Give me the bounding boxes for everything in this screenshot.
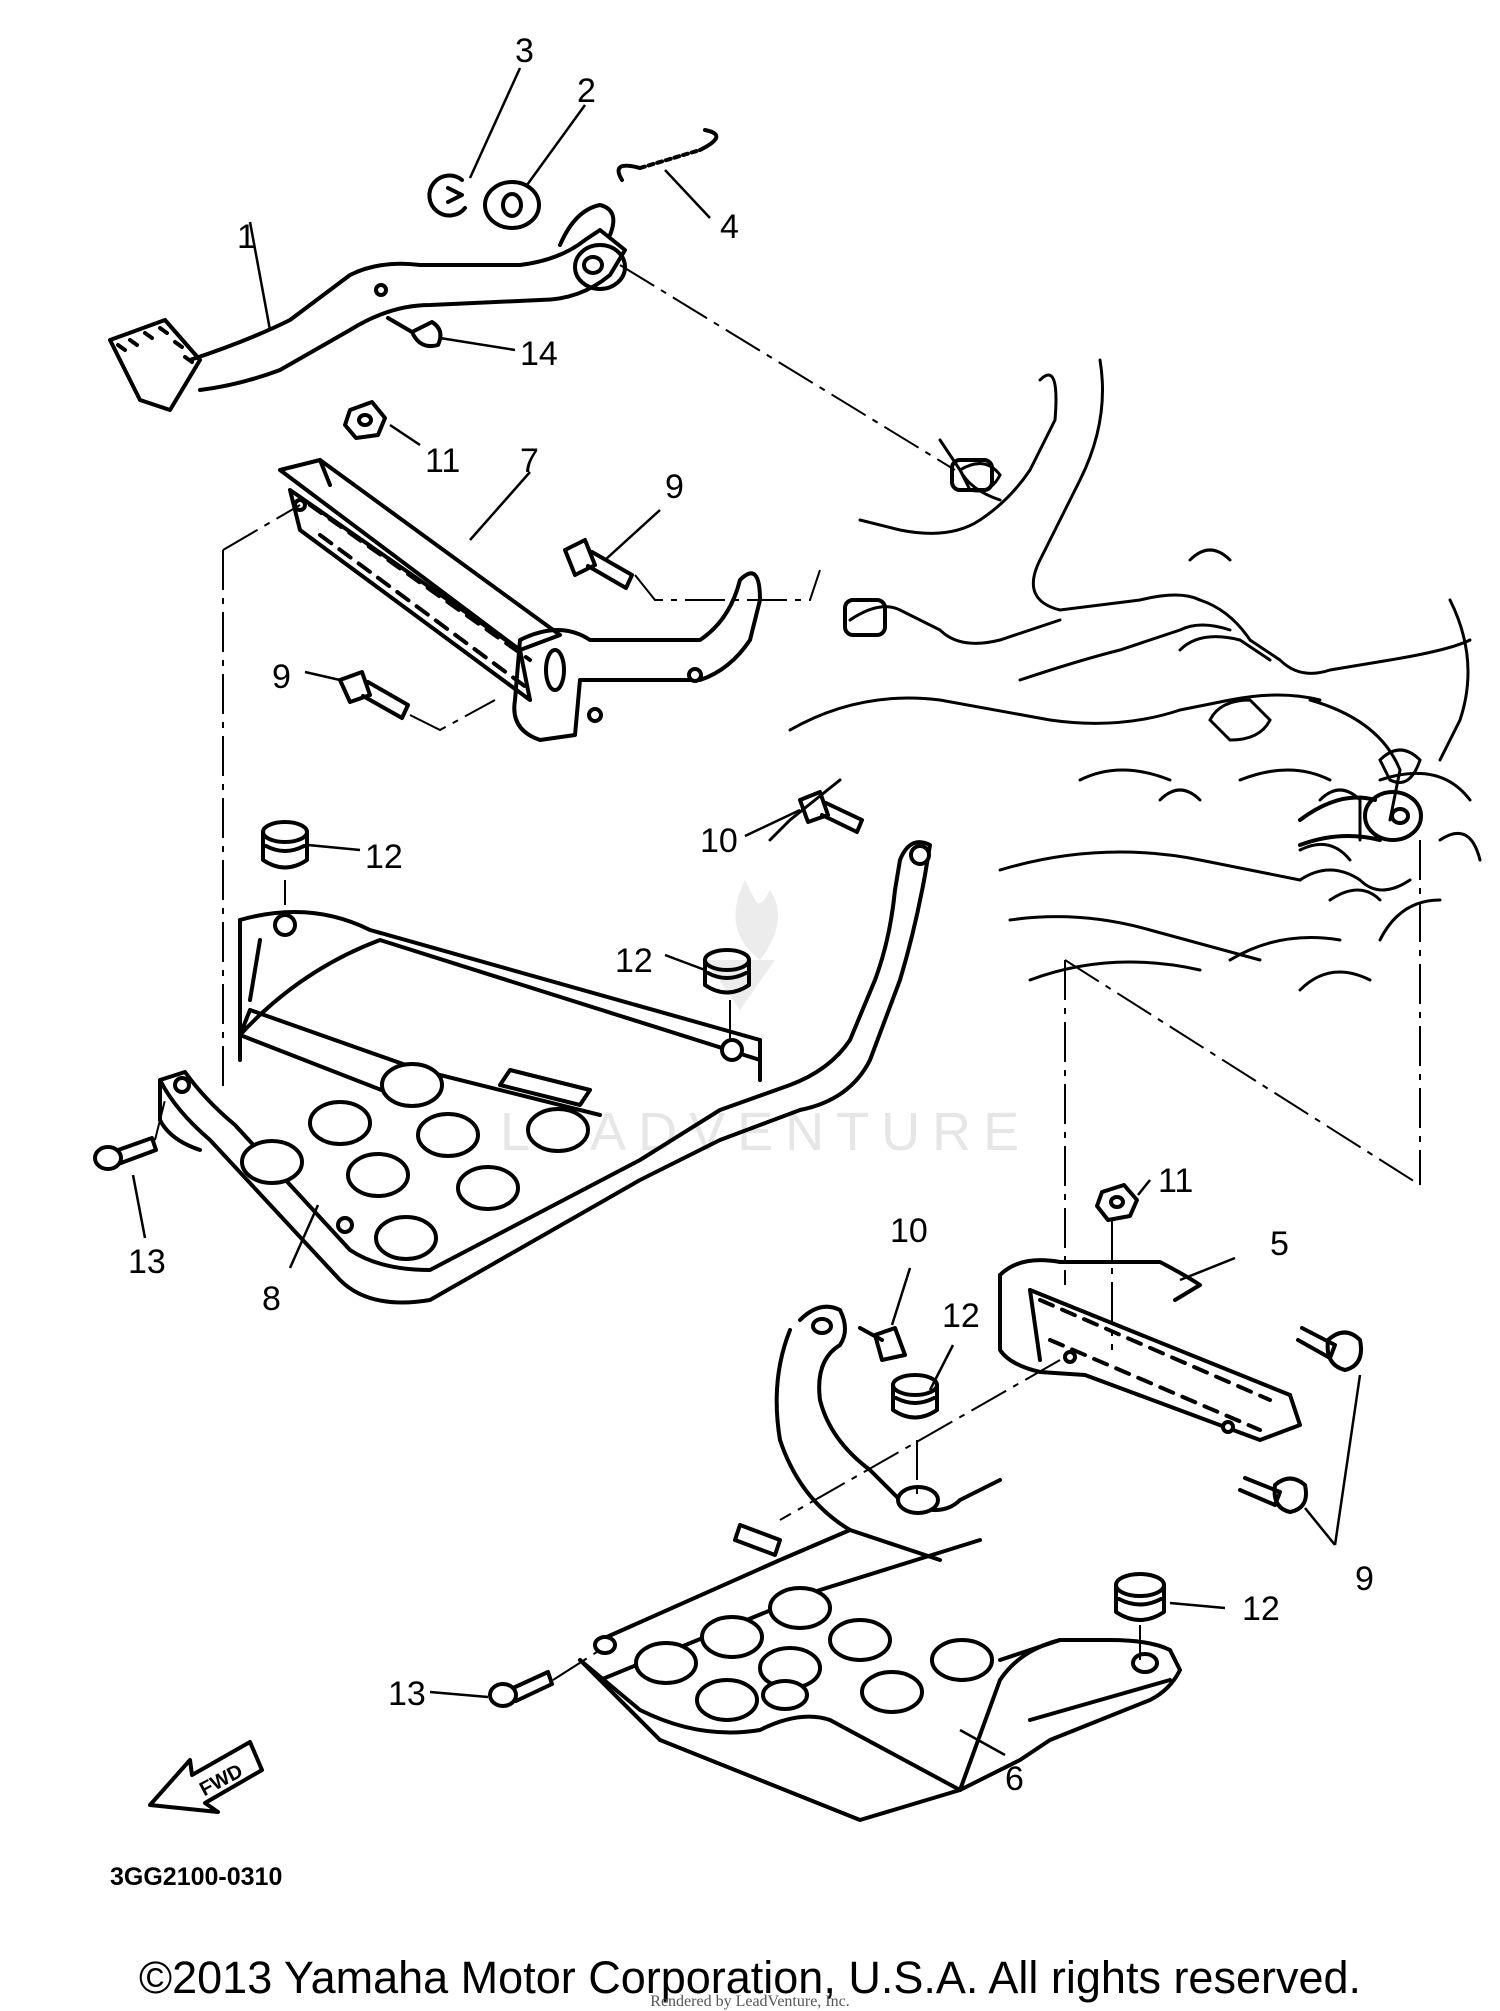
callout-2: 2 (577, 72, 596, 110)
part-12-grommet-a (261, 820, 309, 870)
callout-12-b: 12 (615, 942, 653, 980)
part-4-return-spring (616, 128, 719, 182)
callout-9-right: 9 (1355, 1560, 1374, 1598)
part-13-screw-left (93, 1136, 158, 1171)
part-13-screw-right (488, 1670, 554, 1708)
part-11-nut-upper (343, 400, 387, 440)
part-6-footrest-plate-right (578, 1304, 1182, 1822)
callout-12-a: 12 (365, 838, 403, 876)
part-10-bolt-lower (858, 1326, 907, 1362)
callout-8: 8 (262, 1280, 281, 1318)
callout-12-d: 12 (1242, 1590, 1280, 1628)
figure-code: 3GG2100-0310 (110, 1863, 282, 1891)
callout-3: 3 (515, 32, 534, 70)
part-11-nut-lower (1095, 1183, 1139, 1222)
callouts: 3 2 4 1 14 11 7 9 9 12 10 12 13 8 11 5 1… (128, 32, 1374, 1798)
callout-10-upper: 10 (700, 822, 738, 860)
part-8-footrest-plate-left (158, 840, 932, 1305)
callout-12-c: 12 (942, 1297, 980, 1335)
callout-7: 7 (520, 442, 539, 480)
part-5-footrest-right (998, 1258, 1302, 1442)
callout-14: 14 (520, 335, 558, 373)
frame-outline (768, 358, 1482, 992)
alignment-lines (154, 264, 1421, 1681)
callout-1: 1 (237, 218, 256, 256)
leader-lines (131, 67, 1362, 1757)
callout-6: 6 (1005, 1760, 1024, 1798)
part-3-clip (427, 173, 467, 218)
callout-10-lower: 10 (890, 1212, 928, 1250)
part-12-grommet-d (1114, 1572, 1166, 1622)
part-9-bolt-upper-a (563, 538, 634, 590)
part-9-bolt-right-a (1296, 1326, 1363, 1372)
callout-11-lower: 11 (1158, 1162, 1193, 1200)
callout-9-upper-a: 9 (665, 468, 684, 506)
copyright-notice: ©2013 Yamaha Motor Corporation, U.S.A. A… (138, 1952, 1362, 2003)
callout-13-left: 13 (128, 1243, 166, 1281)
fwd-arrow-icon: FWD (148, 1740, 264, 1814)
rendered-by-credit: Rendered by LeadVenture, Inc. (650, 1993, 850, 2010)
callout-4: 4 (720, 208, 739, 246)
part-14-pin (386, 316, 443, 349)
callout-5: 5 (1270, 1225, 1289, 1263)
part-9-bolt-upper-b (338, 670, 410, 720)
callout-11-upper: 11 (425, 442, 460, 480)
callout-9-upper-b: 9 (272, 658, 291, 696)
callout-13-right: 13 (388, 1675, 426, 1713)
part-12-grommet-c (891, 1373, 939, 1420)
part-10-bolt-upper (798, 790, 864, 834)
frame-pivot (843, 458, 1423, 847)
part-1-brake-pedal (108, 203, 627, 412)
part-12-grommet-b (703, 948, 751, 995)
part-2-washer (483, 180, 541, 230)
part-9-bolt-right-b (1238, 1476, 1308, 1514)
